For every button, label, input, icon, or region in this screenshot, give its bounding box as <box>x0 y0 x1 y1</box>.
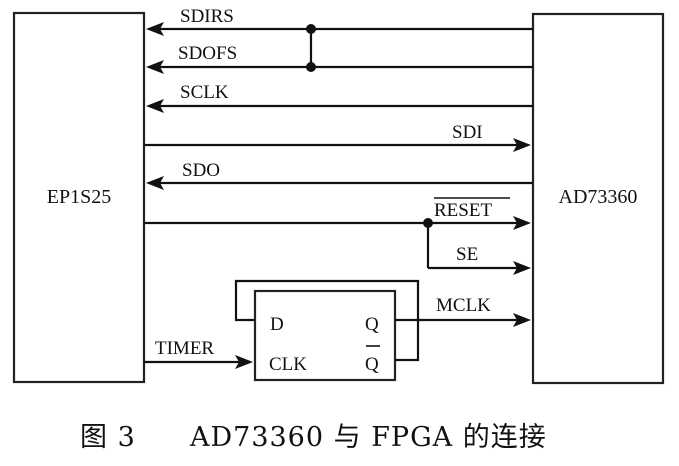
arrow-right-icon <box>235 355 253 369</box>
sdi-label: SDI <box>452 122 483 143</box>
ad73360-label: AD73360 <box>559 186 638 208</box>
pin-q-label: Q <box>365 314 379 335</box>
sdofs-label: SDOFS <box>178 43 237 64</box>
signal-sclk: SCLK <box>146 82 533 113</box>
signal-timer: TIMER <box>144 338 253 369</box>
junction-dot-icon <box>423 218 433 228</box>
junction-dot-icon <box>306 62 316 72</box>
d-flip-flop: D CLK Q Q <box>234 279 420 382</box>
signal-sdi: SDI <box>144 122 531 152</box>
sclk-label: SCLK <box>180 82 229 103</box>
pin-d-label: D <box>270 314 284 335</box>
arrow-right-icon <box>513 313 531 327</box>
signal-reset: RESET <box>144 197 531 230</box>
signal-mclk: MCLK <box>395 295 531 327</box>
arrow-left-icon <box>146 22 164 36</box>
arrow-right-icon <box>513 261 531 275</box>
arrow-left-icon <box>146 60 164 74</box>
signal-sdo: SDO <box>146 160 533 190</box>
timer-label: TIMER <box>155 338 214 359</box>
signal-se: SE <box>423 218 531 275</box>
arrow-right-icon <box>513 138 531 152</box>
ad73360-block: AD73360 <box>531 12 665 385</box>
sdo-label: SDO <box>182 160 220 181</box>
sdirs-label: SDIRS <box>180 6 234 27</box>
mclk-label: MCLK <box>436 295 491 316</box>
signal-sdirs: SDIRS <box>146 6 533 36</box>
caption-figure-number: 图 3 <box>80 422 136 453</box>
reset-label: RESET <box>434 200 492 221</box>
se-label: SE <box>456 244 478 265</box>
figure-caption: 图 3 AD73360 与 FPGA 的连接 <box>80 422 547 453</box>
feedback-wire <box>234 279 420 362</box>
arrow-left-icon <box>146 176 164 190</box>
signal-sdofs: SDOFS <box>146 43 533 74</box>
ep1s25-block: EP1S25 <box>12 11 146 384</box>
caption-text: AD73360 与 FPGA 的连接 <box>189 422 547 453</box>
arrow-left-icon <box>146 99 164 113</box>
junction-dot-icon <box>306 24 316 34</box>
ep1s25-label: EP1S25 <box>47 186 111 208</box>
pin-qbar-label: Q <box>365 354 379 375</box>
junction-sdirs-sdofs <box>306 24 316 72</box>
pin-clk-label: CLK <box>269 354 307 375</box>
arrow-right-icon <box>513 216 531 230</box>
